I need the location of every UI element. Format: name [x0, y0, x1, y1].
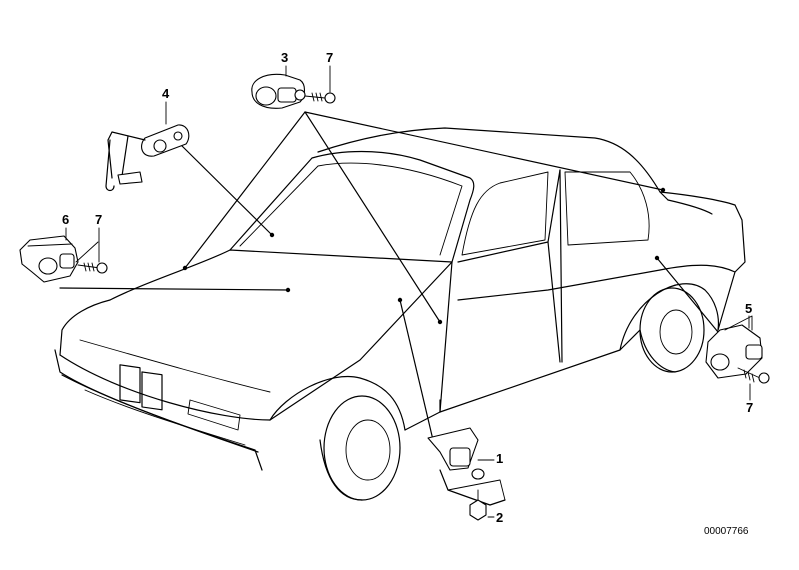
diagram-number: 00007766: [704, 526, 749, 537]
callout-7-top: 7: [326, 50, 333, 65]
part-2-screw: [469, 489, 487, 521]
part-3-contact-switch: [251, 73, 336, 109]
callout-6: 6: [62, 212, 69, 227]
callout-7-right: 7: [746, 400, 753, 415]
part-6-switch: [19, 235, 108, 283]
callout-7-left: 7: [95, 212, 102, 227]
callout-2: 2: [496, 510, 503, 525]
leader-dots: [182, 187, 666, 325]
callout-labels: 1 2 3 4 5 6 7 7 7: [62, 50, 753, 525]
leader-lines: [59, 111, 719, 441]
callout-5: 5: [745, 301, 752, 316]
callout-3: 3: [281, 50, 288, 65]
part-5-switch: [705, 315, 770, 384]
car-body-outline: [54, 127, 746, 501]
part-4-switch-with-cable: [105, 124, 190, 192]
callout-4: 4: [162, 86, 170, 101]
part-1-switch-with-bracket: [427, 427, 506, 506]
callout-1: 1: [496, 451, 503, 466]
